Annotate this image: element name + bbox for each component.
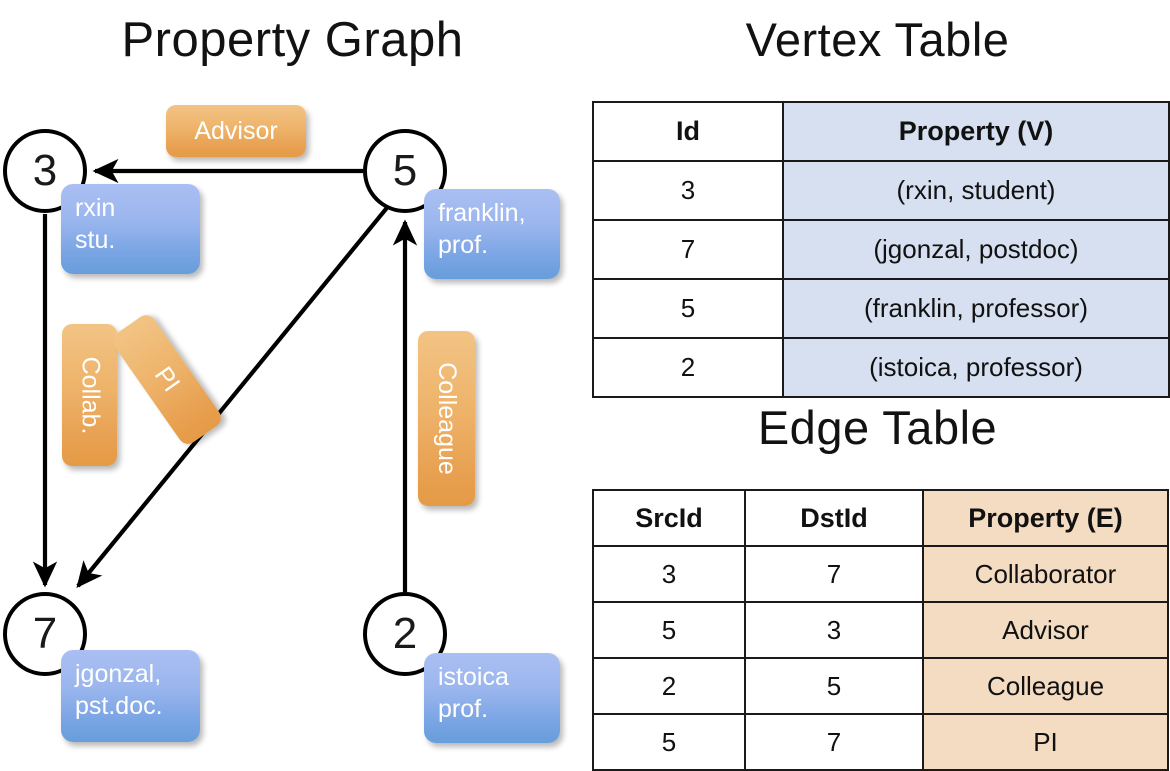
cell-dstid: 7: [744, 713, 924, 771]
vertex-property-box-rxin: rxin stu.: [61, 184, 200, 274]
column-header-id: Id: [592, 101, 784, 162]
vertex-property-line-2: prof.: [438, 694, 489, 723]
graph-vertex-2[interactable]: 2: [363, 592, 447, 676]
edge-label-text: Advisor: [194, 116, 278, 145]
table-row: 2 5 Colleague: [592, 657, 1169, 715]
vertex-property-line-2: stu.: [75, 225, 116, 254]
cell-property: Advisor: [922, 601, 1169, 659]
cell-property: (istoica, professor): [782, 337, 1170, 398]
table-row: 5 7 PI: [592, 713, 1169, 771]
cell-srcid: 2: [592, 657, 746, 715]
cell-property: (rxin, student): [782, 160, 1170, 221]
edge-label-text: Collab.: [76, 356, 105, 434]
edge-label-collab: Collab.: [62, 324, 117, 466]
table-row: 7 (jgonzal, postdoc): [592, 219, 1170, 280]
cell-property: PI: [922, 713, 1169, 771]
vertex-property-line-2: prof.: [438, 230, 489, 259]
vertex-property-line-1: franklin,: [438, 199, 526, 227]
cell-property: (jgonzal, postdoc): [782, 219, 1170, 280]
table-row: 5 3 Advisor: [592, 601, 1169, 659]
property-graph-diagram: 3 5 7 2 rxin stu. franklin, prof. jgonza…: [0, 0, 585, 760]
table-header-row: SrcId DstId Property (E): [592, 489, 1169, 547]
edge-label-colleague: Colleague: [418, 331, 475, 506]
cell-id: 3: [592, 160, 784, 221]
vertex-property-line-1: istoica: [438, 663, 509, 691]
vertex-property-line-1: rxin: [75, 194, 116, 222]
cell-property: Colleague: [922, 657, 1169, 715]
table-row: 3 7 Collaborator: [592, 545, 1169, 603]
page-title-vertex-table: Vertex Table: [745, 13, 1010, 66]
cell-srcid: 5: [592, 601, 746, 659]
cell-dstid: 5: [744, 657, 924, 715]
vertex-id-label: 3: [32, 146, 58, 195]
column-header-property: Property (V): [782, 101, 1170, 162]
edge-label-text: Colleague: [433, 362, 461, 475]
cell-id: 7: [592, 219, 784, 280]
column-header-srcid: SrcId: [592, 489, 746, 547]
cell-srcid: 5: [592, 713, 746, 771]
graph-edge-arrows: [32, 158, 418, 592]
page-title-edge-table: Edge Table: [757, 401, 998, 454]
column-header-property: Property (E): [922, 489, 1169, 547]
vertex-id-label: 7: [32, 609, 58, 658]
edge-label-text: PI: [149, 361, 186, 397]
table-row: 2 (istoica, professor): [592, 337, 1170, 398]
vertex-property-line-1: jgonzal,: [75, 660, 162, 688]
cell-srcid: 3: [592, 545, 746, 603]
table-header-row: Id Property (V): [592, 101, 1170, 162]
graph-vertex-5[interactable]: 5: [363, 129, 447, 213]
vertex-property-box-istoica: istoica prof.: [424, 653, 560, 743]
cell-id: 5: [592, 278, 784, 339]
table-row: 3 (rxin, student): [592, 160, 1170, 221]
table-row: 5 (franklin, professor): [592, 278, 1170, 339]
cell-property: Collaborator: [922, 545, 1169, 603]
cell-id: 2: [592, 337, 784, 398]
vertex-property-line-2: pst.doc.: [75, 691, 163, 720]
page-title-property-graph: Property Graph: [121, 13, 464, 67]
cell-dstid: 3: [744, 601, 924, 659]
vertex-property-box-franklin: franklin, prof.: [424, 189, 560, 279]
cell-dstid: 7: [744, 545, 924, 603]
cell-property: (franklin, professor): [782, 278, 1170, 339]
vertex-table: Id Property (V) 3 (rxin, student) 7 (jgo…: [592, 101, 1170, 398]
edge-5-to-7: [76, 202, 392, 588]
vertex-id-label: 5: [392, 146, 418, 195]
column-header-dstid: DstId: [744, 489, 924, 547]
vertex-id-label: 2: [392, 609, 418, 658]
edge-table: SrcId DstId Property (E) 3 7 Collaborato…: [592, 489, 1169, 771]
edge-label-advisor: Advisor: [166, 105, 306, 157]
vertex-property-box-jgonzal: jgonzal, pst.doc.: [61, 650, 200, 742]
